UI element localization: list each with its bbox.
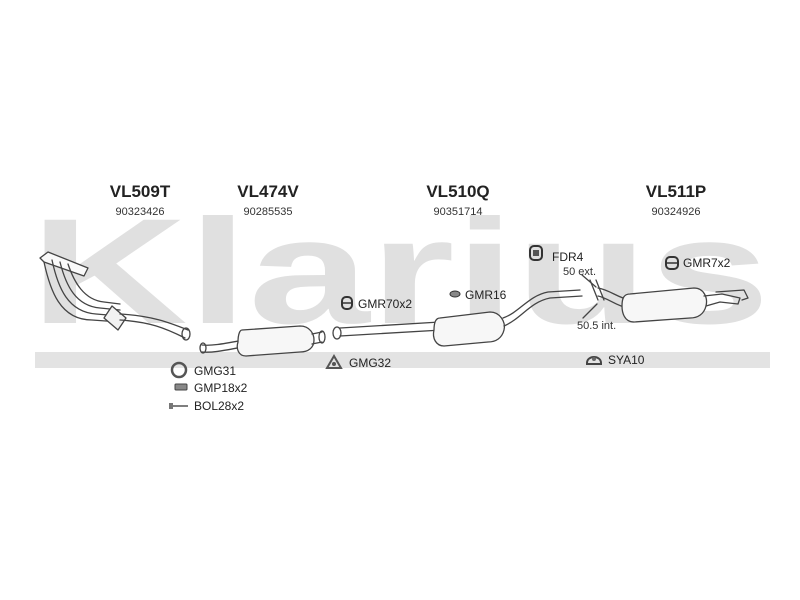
rubber-mount-icon	[449, 290, 461, 298]
part-number-1: 90323426	[115, 206, 165, 218]
label-fdr4: FDR4	[552, 250, 584, 264]
label-gmr16: GMR16	[465, 288, 507, 302]
hanger-icon	[529, 245, 543, 261]
part-number-3: 90351714	[433, 206, 483, 218]
part-number-2: 90285535	[243, 206, 293, 218]
part-code-1: VL509T	[109, 182, 171, 201]
part-code-2: VL474V	[237, 182, 299, 201]
label-gmp18: GMP18x2	[194, 381, 248, 395]
part-code-4: VL511P	[645, 182, 707, 201]
label-bol28: BOL28x2	[194, 399, 245, 413]
label-sya10: SYA10	[608, 353, 645, 367]
centre-silencer-vl510q	[332, 289, 583, 347]
nut-icon	[174, 383, 188, 391]
rear-silencer-vl511p	[589, 279, 749, 323]
clamp-icon	[341, 296, 353, 310]
clamp-icon-rear	[665, 256, 679, 270]
part-code-3: VL510Q	[426, 182, 490, 201]
note-int: 50.5 int.	[577, 320, 617, 332]
label-gmg31: GMG31	[194, 364, 237, 378]
label-gmg32: GMG32	[349, 356, 392, 370]
part-number-4: 90324926	[651, 206, 701, 218]
mounting-kit-icon	[586, 356, 602, 365]
gasket-ring-icon	[170, 361, 188, 379]
bolt-icon	[169, 403, 188, 409]
triangle-gasket-icon	[325, 354, 343, 369]
manifold-vl509t	[39, 251, 191, 341]
front-silencer-vl474v	[199, 325, 326, 357]
label-gmr70: GMR70x2	[358, 297, 413, 311]
note-ext: 50 ext.	[563, 266, 597, 278]
label-gmr7: GMR7x2	[683, 256, 731, 270]
